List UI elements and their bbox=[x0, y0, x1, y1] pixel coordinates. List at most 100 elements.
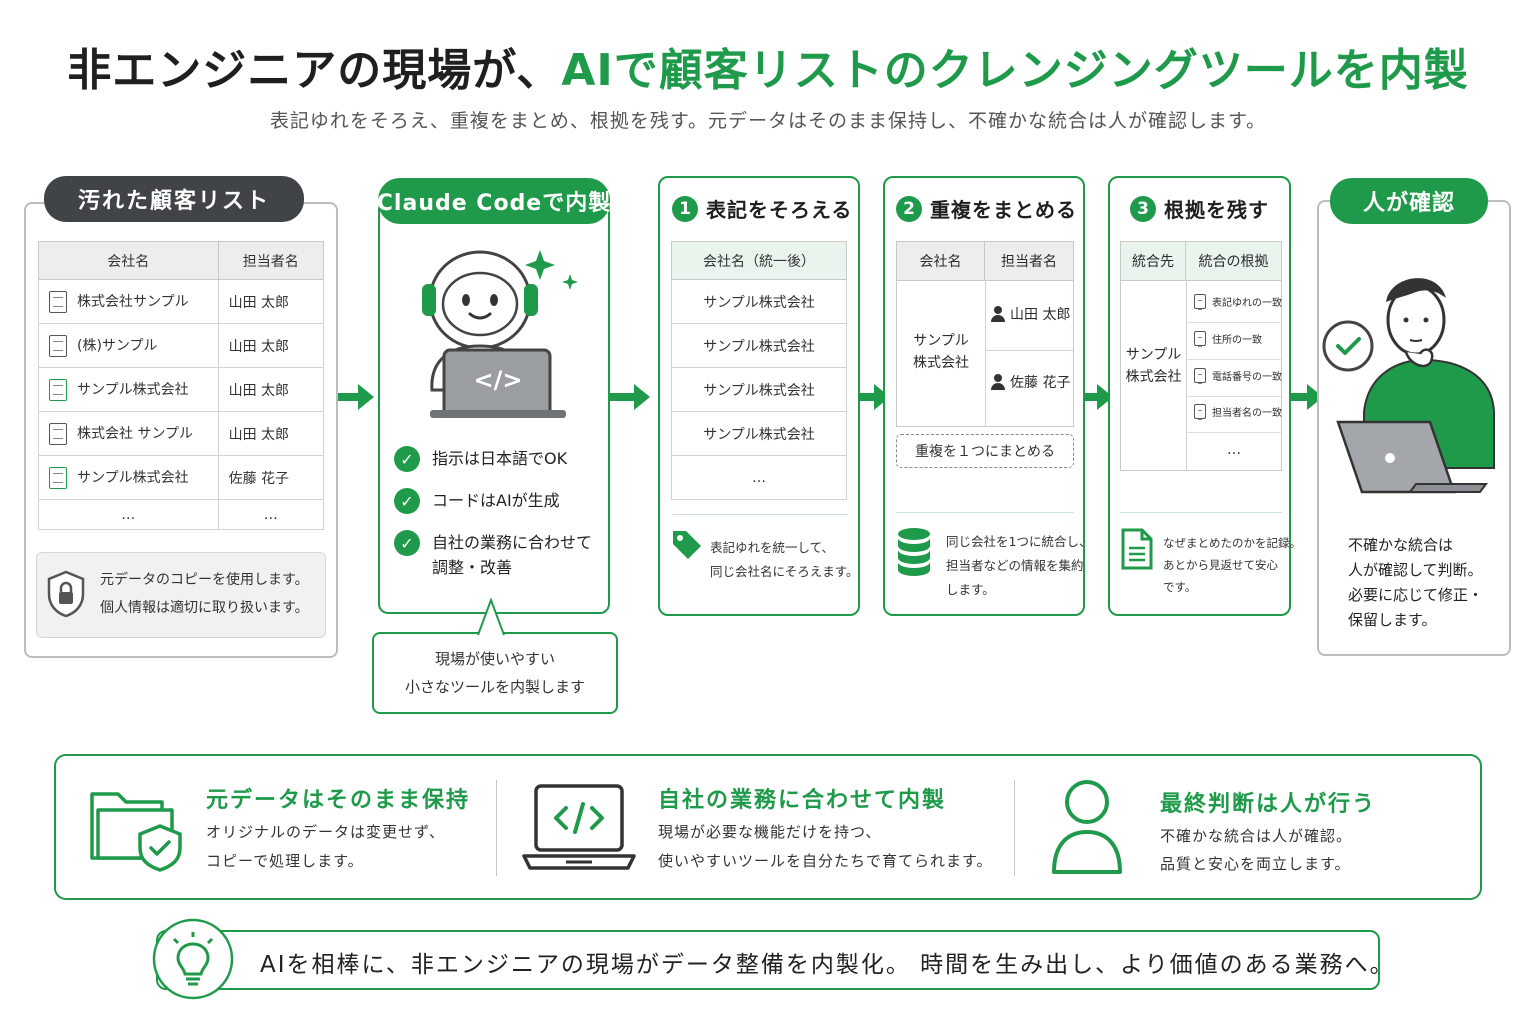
column-header-company-normalized: 会社名（統一後） bbox=[671, 241, 847, 280]
ellipsis: … bbox=[1227, 442, 1241, 458]
merge-target-line1: サンプル bbox=[1125, 347, 1182, 363]
company-cell: サンプル株式会社 bbox=[671, 367, 847, 412]
check-label: 調整・改善 bbox=[432, 558, 513, 577]
merge-target-line2: 株式会社 bbox=[1125, 369, 1182, 385]
step1-separator bbox=[672, 514, 848, 515]
privacy-notice bbox=[36, 552, 326, 638]
reason-row: 住所の一致 bbox=[1194, 331, 1262, 347]
step-title: 根拠を残す bbox=[1164, 198, 1269, 222]
check-icon: ✓ bbox=[394, 446, 420, 472]
step3-separator bbox=[1120, 512, 1282, 513]
table-row: サンプル株式会社 bbox=[671, 367, 847, 412]
person-icon bbox=[990, 306, 1006, 322]
lightbulb-icon bbox=[152, 918, 234, 1000]
company-cell: 株式会社サンプル bbox=[77, 293, 189, 310]
reason-row: 担当者名の一致 bbox=[1194, 404, 1282, 420]
step1-table: 会社名（統一後） サンプル株式会社 サンプル株式会社 サンプル株式会社 サンプル… bbox=[671, 241, 847, 500]
row-divider bbox=[1187, 322, 1281, 323]
feature-divider bbox=[1014, 780, 1015, 876]
person-name: 佐藤 花子 bbox=[1010, 375, 1071, 391]
person-with-laptop-icon bbox=[1322, 278, 1495, 494]
company-cell: (株)サンプル bbox=[77, 337, 158, 354]
step2-note-line1: 同じ会社を1つに統合し、 bbox=[946, 534, 1092, 549]
company-cell: サンプル株式会社 bbox=[77, 469, 189, 486]
column-header-person: 担当者名 bbox=[985, 242, 1073, 280]
column-header-person: 担当者名 bbox=[217, 241, 325, 280]
feature-body-line1: 不確かな統合は人が確認。 bbox=[1160, 827, 1353, 845]
feature-body-line1: 現場が必要な機能だけを持つ、 bbox=[658, 823, 882, 841]
step-number: 2 bbox=[896, 195, 922, 222]
table-row: サンプル株式会社 bbox=[671, 279, 847, 324]
row-divider bbox=[985, 350, 1073, 351]
check-icon: ✓ bbox=[394, 530, 420, 556]
page-title: 非エンジニアの現場が、AIで顧客リストのクレンジングツールを内製 bbox=[0, 34, 1536, 98]
step-title: 表記をそろえる bbox=[706, 198, 853, 222]
laptop-code-icon bbox=[522, 784, 636, 870]
speech-bubble-line2: 小さなツールを内製します bbox=[404, 678, 585, 696]
company-cell: サンプル株式会社 bbox=[671, 279, 847, 324]
person-row: 山田 太郎 bbox=[990, 304, 1070, 324]
reason-label: 担当者名の一致 bbox=[1212, 408, 1282, 419]
person-cell: 山田 太郎 bbox=[217, 367, 325, 412]
row-divider bbox=[1187, 359, 1281, 360]
step3-table bbox=[1120, 241, 1282, 471]
document-icon bbox=[1194, 294, 1206, 310]
person-name: 山田 太郎 bbox=[1010, 307, 1071, 323]
table-row: サンプル株式会社 bbox=[671, 323, 847, 368]
ellipsis: … bbox=[217, 499, 325, 530]
check-icon: ✓ bbox=[394, 488, 420, 514]
merged-company-line2: 株式会社 bbox=[913, 355, 969, 371]
step2-table bbox=[896, 241, 1074, 427]
table-row: サンプル株式会社 山田 太郎 bbox=[38, 367, 325, 412]
speech-bubble-tail bbox=[477, 598, 505, 636]
feature-title: 自社の業務に合わせて内製 bbox=[658, 788, 947, 813]
feature-divider bbox=[496, 780, 497, 876]
reason-row: 電話番号の一致 bbox=[1194, 368, 1282, 384]
table-row: (株)サンプル 山田 太郎 bbox=[38, 323, 325, 368]
company-cell: サンプル株式会社 bbox=[671, 323, 847, 368]
feature-body-line1: オリジナルのデータは変更せず、 bbox=[206, 823, 445, 841]
table-row: サンプル株式会社佐藤 花子 bbox=[38, 455, 325, 500]
person-icon bbox=[1052, 780, 1122, 874]
feature-body-line2: コピーで処理します。 bbox=[206, 852, 364, 870]
shield-lock-icon bbox=[47, 570, 85, 618]
reason-row: 表記ゆれの一致 bbox=[1194, 294, 1282, 310]
document-icon bbox=[49, 290, 67, 313]
document-icon bbox=[49, 378, 67, 401]
column-header-reason: 統合の根拠 bbox=[1186, 242, 1281, 280]
person-cell: 山田 太郎 bbox=[217, 279, 325, 324]
feature-title: 最終判断は人が行う bbox=[1160, 792, 1377, 817]
reason-label: 表記ゆれの一致 bbox=[1212, 298, 1282, 309]
check-label: 自社の業務に合わせて bbox=[432, 533, 593, 552]
reason-label: 住所の一致 bbox=[1212, 335, 1262, 346]
title-main: 非エンジニアの現場が、 bbox=[67, 45, 562, 96]
human-text-line3: 必要に応じて修正・ bbox=[1348, 586, 1484, 604]
merge-label: 重複を１つにまとめる bbox=[896, 434, 1074, 468]
step3-note-line3: です。 bbox=[1163, 580, 1197, 594]
person-cell: 山田 太郎 bbox=[217, 323, 325, 368]
human-text-line4: 保留します。 bbox=[1348, 611, 1437, 629]
folder-shield-icon bbox=[90, 792, 182, 872]
page-subtitle: 表記ゆれをそろえ、重複をまとめ、根拠を残す。元データはそのまま保持し、不確かな統… bbox=[269, 110, 1267, 132]
column-header-company: 会社名 bbox=[38, 241, 219, 280]
table-row: サンプル株式会社 bbox=[671, 411, 847, 456]
row-divider bbox=[1121, 280, 1281, 281]
table-row: 株式会社 サンプル山田 太郎 bbox=[38, 411, 325, 456]
human-text-line2: 人が確認して判断。 bbox=[1348, 561, 1483, 579]
claude-label: Claude Codeで内製 bbox=[377, 178, 610, 224]
row-divider bbox=[1187, 432, 1281, 433]
privacy-notice-line1: 元データのコピーを使用します。 bbox=[100, 572, 309, 588]
person-cell: 山田 太郎 bbox=[217, 411, 325, 456]
database-icon bbox=[898, 528, 930, 576]
company-cell: サンプル株式会社 bbox=[77, 381, 189, 398]
check-item: ✓指示は日本語でOK bbox=[394, 446, 567, 472]
check-item: ✓ コードはAIが生成 bbox=[394, 488, 560, 514]
table-row: … bbox=[671, 455, 847, 500]
robot-icon bbox=[422, 250, 578, 418]
check-label: コードはAIが生成 bbox=[432, 491, 560, 510]
step3-note-line2: あとから見返せて安心 bbox=[1163, 558, 1278, 572]
document-icon bbox=[49, 334, 67, 357]
code-symbol: </> bbox=[473, 366, 523, 394]
